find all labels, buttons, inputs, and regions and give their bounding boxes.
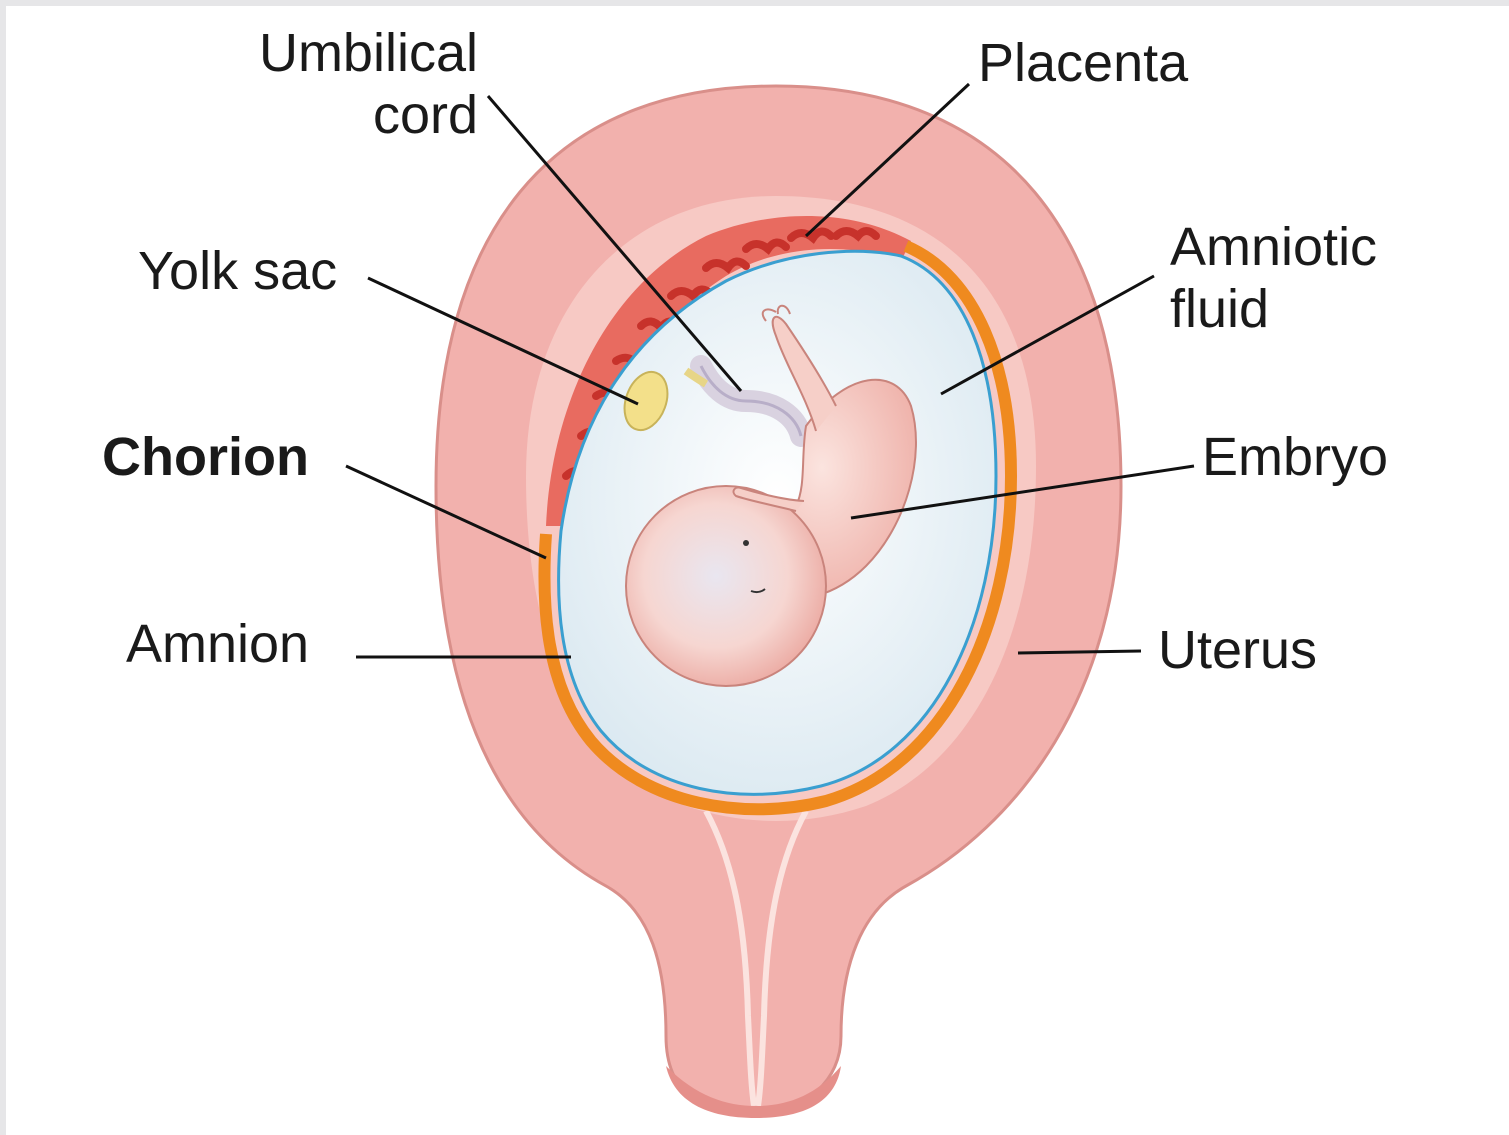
label-amniotic-fluid-line-1: Amniotic <box>1170 216 1377 278</box>
label-amniotic-fluid: Amniotic fluid <box>1170 216 1377 340</box>
label-umbilical-cord-line-1: Umbilical <box>206 22 478 84</box>
label-yolk-sac: Yolk sac <box>138 240 337 302</box>
label-chorion: Chorion <box>102 426 309 488</box>
label-umbilical-cord-line-2: cord <box>206 84 478 146</box>
diagram-canvas: Umbilical cord Placenta Yolk sac Amnioti… <box>6 6 1509 1135</box>
label-amnion: Amnion <box>126 613 309 675</box>
label-amniotic-fluid-line-2: fluid <box>1170 278 1377 340</box>
uterus-illustration <box>6 6 1509 1135</box>
label-uterus: Uterus <box>1158 619 1317 681</box>
label-placenta: Placenta <box>978 32 1188 94</box>
leader-uterus <box>1018 651 1141 653</box>
label-umbilical-cord: Umbilical cord <box>206 22 478 146</box>
label-embryo: Embryo <box>1202 426 1388 488</box>
